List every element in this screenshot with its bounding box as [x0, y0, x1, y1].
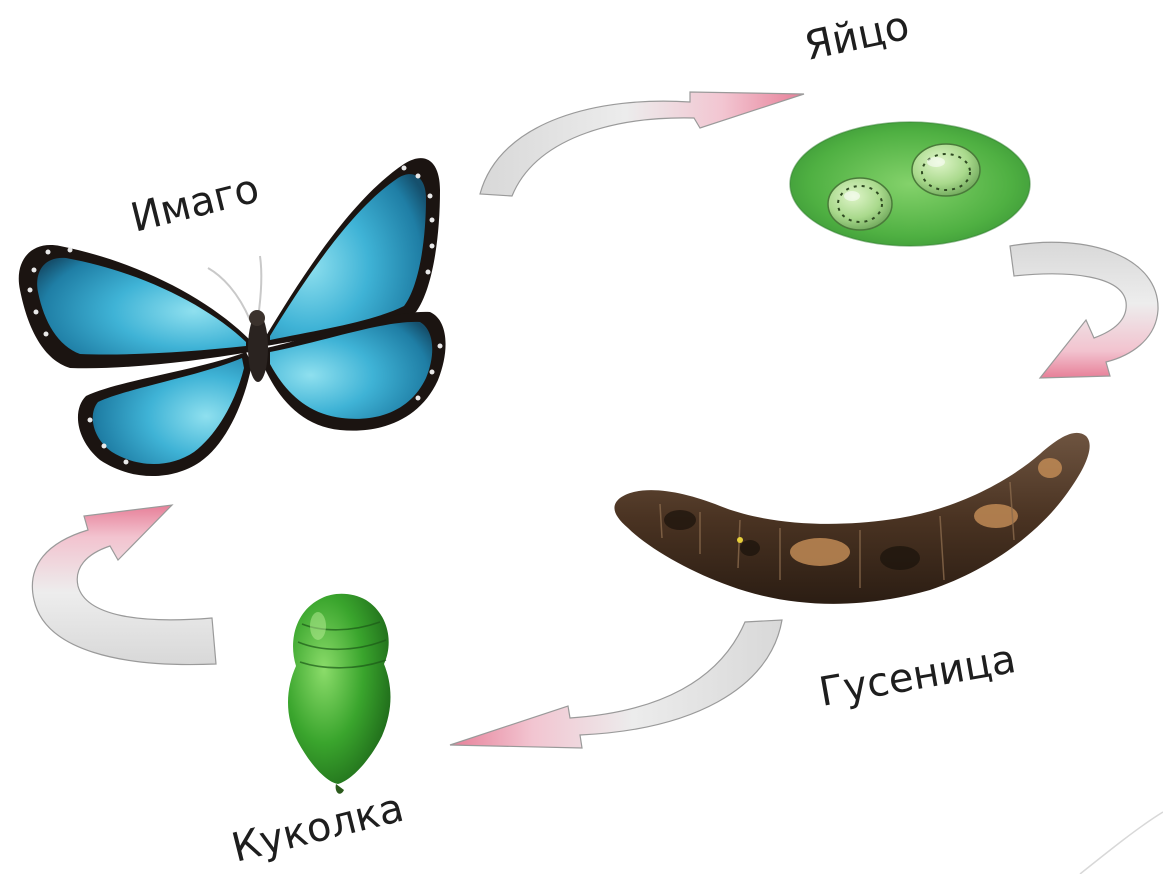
- cycle-arrow-icon: [32, 505, 216, 665]
- cycle-arrow-icon: [480, 92, 804, 196]
- arrow-pupa-to-imago: [32, 505, 216, 665]
- stage-label-pupa: Куколка: [227, 785, 408, 872]
- caterpillar-icon: [614, 433, 1089, 604]
- arrow-imago-to-egg: [480, 92, 804, 196]
- egg-cluster-icon: [790, 122, 1030, 246]
- pupa-icon: [288, 594, 391, 794]
- cycle-arrow-icon: [450, 620, 782, 748]
- stage-label-egg: Яйцо: [801, 3, 914, 70]
- corner-divider: [1080, 812, 1163, 874]
- stage-label-imago: Имаго: [126, 166, 263, 242]
- arrow-egg-to-caterpillar: [1010, 242, 1158, 378]
- stage-label-caterpillar: Гусеница: [816, 636, 1020, 716]
- cycle-arrow-icon: [1010, 242, 1158, 378]
- arrow-caterpillar-to-pupa: [450, 620, 782, 748]
